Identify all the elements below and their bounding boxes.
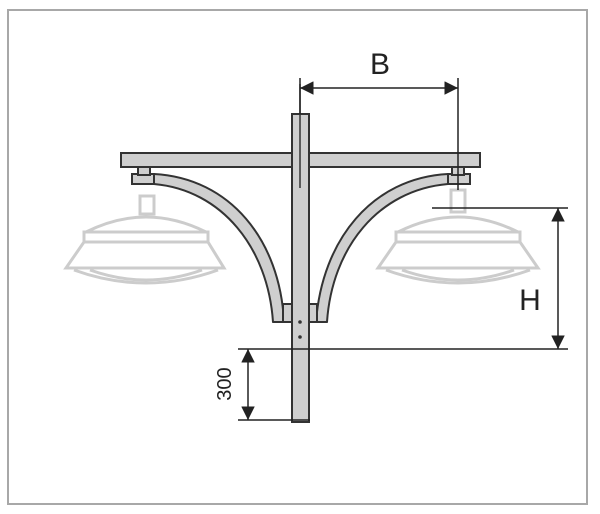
- diagram-frame: [7, 9, 588, 505]
- right-curved-arm: [315, 173, 449, 323]
- dimension-b-label: B: [370, 48, 390, 81]
- dimension-300: 300: [214, 349, 310, 421]
- left-luminaire: [63, 194, 227, 285]
- dimension-h-label: H: [519, 284, 541, 317]
- dimension-h: H: [238, 207, 568, 350]
- left-curved-arm: [153, 173, 285, 323]
- dimension-300-label: 300: [214, 367, 236, 400]
- dimension-b: B: [299, 48, 459, 190]
- left-collar: [282, 303, 293, 323]
- right-luminaire: [375, 188, 541, 285]
- left-end-stem: [137, 166, 151, 176]
